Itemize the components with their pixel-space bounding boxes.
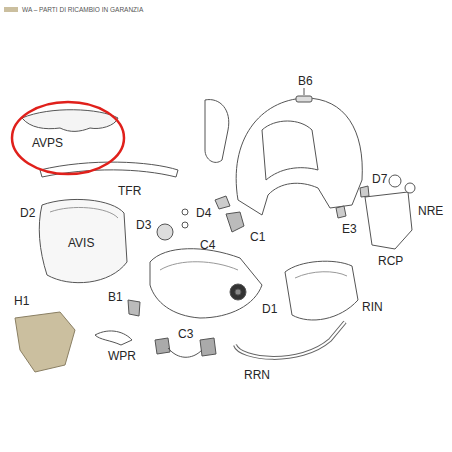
top-vent (296, 96, 312, 102)
part-code: D3 (136, 218, 151, 232)
mechanism-part (226, 212, 244, 232)
part-code: H1 (14, 294, 29, 308)
wind-piece (95, 331, 132, 345)
part-code: D1 (262, 302, 277, 316)
cable (168, 348, 202, 357)
part-code: B1 (108, 290, 123, 304)
small-screw (182, 222, 188, 228)
ear-disc (389, 175, 401, 187)
mechanism-part (200, 338, 216, 356)
visor-edge (50, 207, 118, 218)
mechanism-part (155, 338, 170, 354)
neck-roll-inner (235, 322, 345, 358)
neck-roll (235, 322, 345, 358)
warranty-part (15, 312, 75, 372)
gear (230, 284, 246, 300)
part-code: C3 (178, 327, 193, 341)
clip (360, 186, 369, 197)
ear-piece (205, 100, 229, 163)
helmet-shell (236, 98, 362, 215)
part-code: NRE (418, 204, 443, 218)
small-clip (128, 300, 140, 316)
part-code: AVPS (32, 136, 63, 150)
chin-edge (160, 262, 238, 270)
gear-hub (235, 289, 241, 295)
ear-disc (405, 183, 415, 193)
sun-visor (22, 110, 118, 132)
liner-seam (295, 272, 347, 278)
part-code: D2 (20, 206, 35, 220)
main-visor (39, 199, 127, 282)
leader-line (304, 88, 305, 95)
part-code: C1 (250, 230, 265, 244)
mechanism-part (215, 196, 230, 209)
clip (336, 206, 346, 218)
inner-liner (285, 261, 358, 320)
part-code: RIN (362, 300, 383, 314)
pivot-disc (157, 224, 173, 240)
legend-entry: WA – PARTI DI RICAMBIO IN GARANZIA (4, 6, 143, 13)
cheek-pad (365, 192, 412, 249)
highlight-circle (12, 102, 124, 174)
part-code: RCP (378, 254, 403, 268)
face-opening (262, 121, 318, 180)
part-code: RRN (244, 368, 270, 382)
legend-swatch (4, 7, 18, 12)
part-code: D7 (372, 172, 387, 186)
part-code: D4 (196, 206, 211, 220)
legend-text: WA – PARTI DI RICAMBIO IN GARANZIA (22, 6, 143, 13)
small-screw (182, 209, 188, 215)
part-code: TFR (118, 184, 141, 198)
part-code: B6 (298, 74, 313, 88)
part-code: C4 (200, 238, 215, 252)
part-code: WPR (108, 349, 136, 363)
chin-bar (150, 249, 262, 318)
part-code: AVIS (68, 236, 94, 250)
part-code: E3 (342, 222, 357, 236)
